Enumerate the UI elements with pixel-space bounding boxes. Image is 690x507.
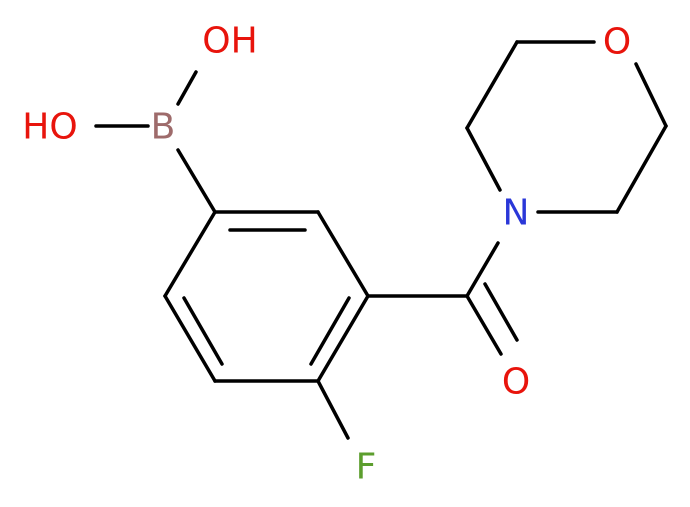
bond-c6-c1 [163, 210, 217, 298]
atom-ring-oxygen-label: O [603, 22, 631, 63]
bond-c1-b [176, 148, 217, 214]
bond-carbonyl-c-o-a [465, 294, 503, 356]
atom-nitrogen-label: N [503, 193, 530, 234]
double-bond-inner-left [182, 296, 224, 366]
bond-c-right-c-bottom [615, 124, 668, 214]
bond-c5-c6 [163, 294, 217, 383]
atom-boron-label: B [151, 107, 176, 148]
bond-n-c-left [465, 126, 502, 192]
boronic-acid-group [94, 70, 217, 214]
atom-fluorine-label: F [356, 447, 377, 488]
bond-c2-c3 [316, 210, 370, 298]
bond-c3-c4 [316, 294, 370, 383]
bond-c4-f [316, 379, 350, 440]
bond-b-oh-top [176, 70, 198, 106]
atom-hydroxyl-top-label: OH [202, 21, 257, 62]
bond-c-left-c-top [465, 40, 519, 130]
double-bond-inner-right [309, 296, 351, 366]
bond-carbonyl-c-o-b [483, 282, 519, 342]
bond-o-c-right [634, 62, 668, 128]
atom-carbonyl-oxygen-label: O [502, 362, 530, 403]
morpholine-ring [465, 40, 668, 214]
carbonyl-group [366, 241, 519, 356]
bond-carbonyl-c-n [465, 241, 500, 298]
benzene-ring [163, 210, 370, 383]
atom-hydroxyl-left-label: HO [22, 107, 77, 148]
